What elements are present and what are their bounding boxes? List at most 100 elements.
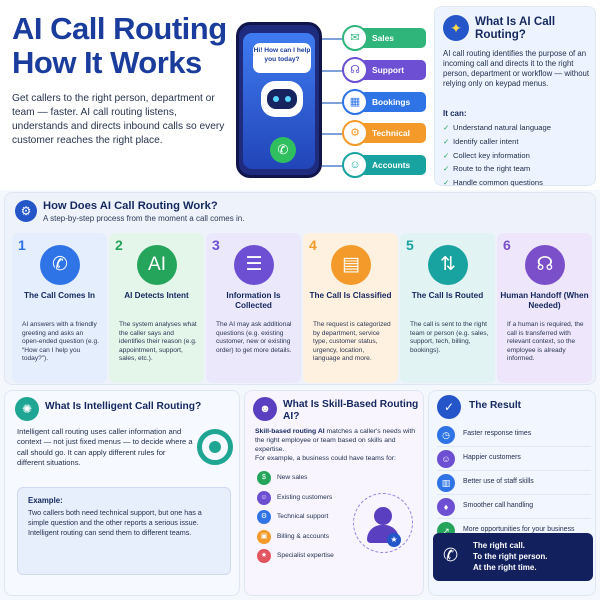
check-icon: ✓ xyxy=(443,123,450,132)
result-title: The Result xyxy=(469,400,522,411)
star-badge-icon: ★ xyxy=(387,533,401,547)
step-title: Human Handoff (When Needed) xyxy=(500,291,589,310)
dollar-icon: $ xyxy=(257,471,271,485)
list-item: ◷Faster response times xyxy=(437,423,591,447)
target-icon xyxy=(197,429,233,465)
dept-bookings: ▦ Bookings xyxy=(342,89,426,115)
phone-call-icon: ✆ xyxy=(270,137,296,163)
result-list: ◷Faster response times ☺Happier customer… xyxy=(437,423,591,543)
gear-icon: ⚙ xyxy=(342,120,368,146)
connector-line xyxy=(322,38,352,40)
step-card-4: 4 ▤ The Call Is Classified The request i… xyxy=(303,233,398,383)
how-title: How Does AI Call Routing Work? xyxy=(43,200,218,212)
clock-icon: ◷ xyxy=(437,426,455,444)
route-arrows-icon: ⇅ xyxy=(428,245,468,285)
orbit-ring xyxy=(353,493,413,553)
step-title: AI Detects Intent xyxy=(124,291,189,300)
step-number: 1 xyxy=(18,237,26,253)
chat-icon: ✉ xyxy=(342,25,368,51)
clipboard-icon: ☰ xyxy=(234,245,274,285)
specialist-illustration: ★ xyxy=(353,493,413,553)
list-item: ☺Existing customers xyxy=(257,490,334,511)
skill-body-strong: Skill-based routing AI xyxy=(255,428,325,435)
handshake-icon: ♦ xyxy=(437,498,455,516)
check-icon: ✓ xyxy=(443,164,450,174)
team-icon: ☻ xyxy=(253,397,277,421)
step-title: Information Is Collected xyxy=(226,291,281,310)
connector-line xyxy=(322,102,352,104)
what-is-ai-call-routing-card: ✦ What Is AI Call Routing? AI call routi… xyxy=(434,6,596,187)
what-title: What Is AI Call Routing? xyxy=(475,15,556,41)
calendar-icon: ▦ xyxy=(342,89,368,115)
step-card-1: 1 ✆ The Call Comes In AI answers with a … xyxy=(12,233,107,383)
robot-eye-right xyxy=(285,96,291,102)
skill-body-text: matches a caller's needs with the right … xyxy=(255,428,416,453)
check-icon: ✓ xyxy=(443,136,450,146)
dept-label: Accounts xyxy=(372,160,411,170)
example-box: Example: Two callers both need technical… xyxy=(17,487,231,575)
step-description: The AI may ask additional questions (e.g… xyxy=(216,321,292,354)
robot-eye-left xyxy=(273,96,279,102)
phone-illustration: Hi! How can I help you today? ✆ xyxy=(236,22,322,178)
ai-chip-icon: AI xyxy=(137,245,177,285)
list-item: ♦Smoother call handling xyxy=(437,495,591,519)
result-card: ✓ The Result ◷Faster response times ☺Hap… xyxy=(428,390,596,596)
dept-label: Technical xyxy=(372,128,411,138)
smile-icon: ☺ xyxy=(437,450,455,468)
connector-line xyxy=(322,133,352,135)
intel-title: What Is Intelligent Call Routing? xyxy=(45,401,202,412)
agent-headset-icon: ☊ xyxy=(525,245,565,285)
document-icon: ▤ xyxy=(331,245,371,285)
step-description: The call is sent to the right team or pe… xyxy=(410,321,489,354)
dept-label: Support xyxy=(372,65,405,75)
step-card-6: 6 ☊ Human Handoff (When Needed) If a hum… xyxy=(497,233,592,383)
list-item: ✓Route to the right team xyxy=(443,162,551,176)
connector-line xyxy=(322,70,352,72)
list-item: ✓Handle common questions xyxy=(443,176,551,190)
wallet-icon: ▣ xyxy=(257,529,271,544)
star-icon: ★ xyxy=(257,549,271,564)
step-title: The Call Is Routed xyxy=(411,291,484,300)
step-number: 6 xyxy=(503,237,511,253)
dept-sales: ✉ Sales xyxy=(342,25,426,51)
dept-accounts: ☺ Accounts xyxy=(342,152,426,178)
example-title: Example: xyxy=(28,496,63,505)
list-item: ✓Collect key information xyxy=(443,149,551,163)
can-title: It can: xyxy=(443,109,467,118)
dept-label: Sales xyxy=(372,33,394,43)
phone-icon: ✆ xyxy=(443,545,459,565)
step-number: 5 xyxy=(406,237,414,253)
brain-icon: ✺ xyxy=(15,397,39,421)
gear-icon: ⚙ xyxy=(257,510,271,525)
skill-based-routing-card: ☻ What Is Skill-Based Routing AI? Skill-… xyxy=(244,390,424,596)
list-item: ★Specialist expertise xyxy=(257,549,334,569)
dept-technical: ⚙ Technical xyxy=(342,120,426,146)
step-title: The Call Comes In xyxy=(24,291,95,300)
step-description: If a human is required, the call is tran… xyxy=(507,321,584,363)
dept-label: Bookings xyxy=(372,97,411,107)
skill-example-intro: For example, a business could have teams… xyxy=(255,455,396,462)
tagline-box: ✆ The right call. To the right person. A… xyxy=(433,533,593,581)
connector-line xyxy=(322,165,352,167)
team-list: $New sales ☺Existing customers ⚙Technica… xyxy=(257,471,334,569)
title-line-2: How It Works xyxy=(12,45,202,80)
phone-icon: ✆ xyxy=(40,245,80,285)
robot-icon xyxy=(261,81,303,117)
dept-support: ☊ Support xyxy=(342,57,426,83)
how-subtitle: A step-by-step process from the moment a… xyxy=(43,214,245,223)
list-item: ⚙Technical support xyxy=(257,510,334,530)
list-item: $New sales xyxy=(257,471,334,491)
check-icon: ✓ xyxy=(443,178,450,188)
list-item: ✓Identify caller intent xyxy=(443,135,551,149)
page-title: AI Call Routing How It Works xyxy=(12,12,227,80)
step-card-2: 2 AI AI Detects Intent The system analys… xyxy=(109,233,204,383)
headset-icon: ☊ xyxy=(342,57,368,83)
what-body: AI call routing identifies the purpose o… xyxy=(443,49,590,88)
checkmark-icon: ✓ xyxy=(437,395,461,419)
phone-screen: Hi! How can I help you today? ✆ xyxy=(243,33,315,169)
step-number: 3 xyxy=(212,237,220,253)
title-line-1: AI Call Routing xyxy=(12,11,227,46)
hero-description: Get callers to the right person, departm… xyxy=(12,93,225,146)
tagline-text: The right call. To the right person. At … xyxy=(473,541,548,572)
skill-title: What Is Skill-Based Routing AI? xyxy=(283,399,419,422)
